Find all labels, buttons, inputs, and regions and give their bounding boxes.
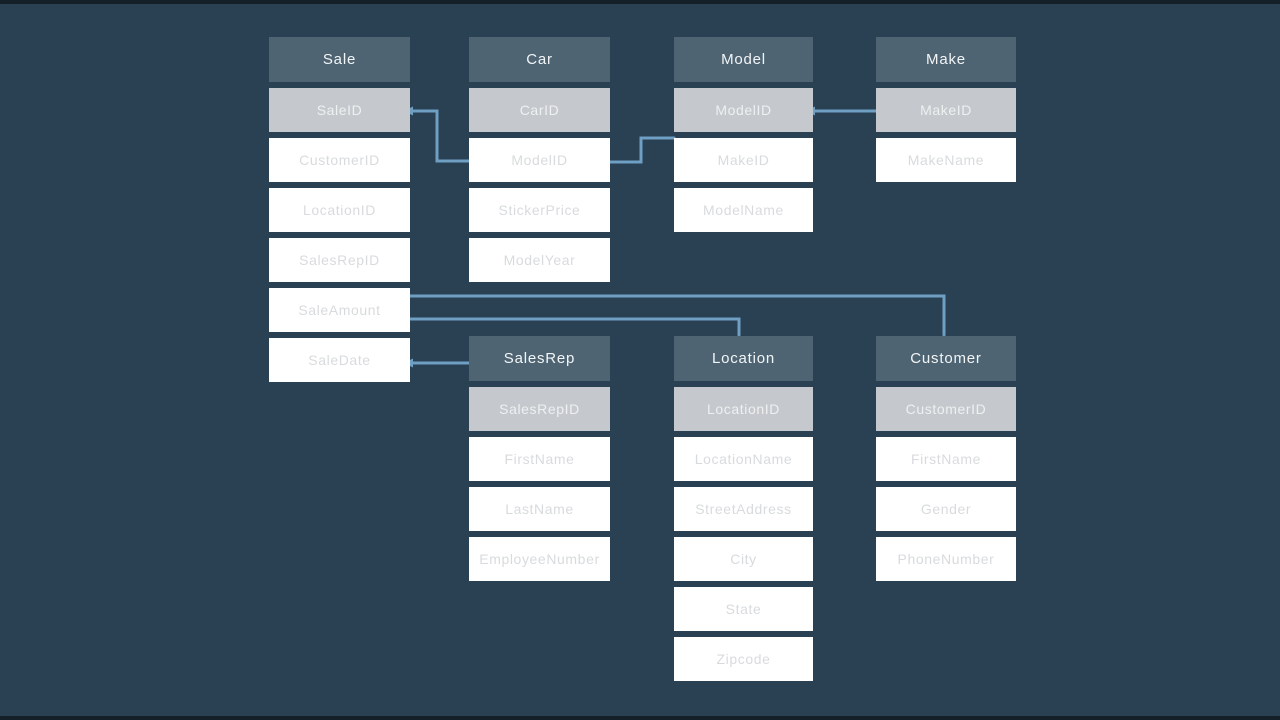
table-model-field-makeid: MakeID	[674, 138, 813, 182]
connector-sale-location	[408, 317, 741, 337]
table-customer-field-gender: Gender	[876, 487, 1016, 531]
connector-car-model	[608, 136, 676, 164]
table-location-field-state: State	[674, 587, 813, 631]
table-make-title: Make	[876, 37, 1016, 82]
table-car-field-stickerprice: StickerPrice	[469, 188, 610, 232]
table-sale-field-saleid: SaleID	[269, 88, 410, 132]
table-salesrep-field-firstname: FirstName	[469, 437, 610, 481]
table-car-field-modelyear: ModelYear	[469, 238, 610, 282]
table-location-title: Location	[674, 336, 813, 381]
table-sale-field-locationid: LocationID	[269, 188, 410, 232]
table-salesrep-field-employeenumber: EmployeeNumber	[469, 537, 610, 581]
letterbox-top	[0, 0, 1280, 4]
table-model-field-modelid: ModelID	[674, 88, 813, 132]
table-model-title: Model	[674, 37, 813, 82]
table-location-field-zipcode: Zipcode	[674, 637, 813, 681]
table-car-field-carid: CarID	[469, 88, 610, 132]
table-location-field-locationid: LocationID	[674, 387, 813, 431]
table-car-title: Car	[469, 37, 610, 82]
table-make-field-makeid: MakeID	[876, 88, 1016, 132]
table-customer-field-customerid: CustomerID	[876, 387, 1016, 431]
table-sale-field-salesrepid: SalesRepID	[269, 238, 410, 282]
table-sale-field-customerid: CustomerID	[269, 138, 410, 182]
table-location-field-locationname: LocationName	[674, 437, 813, 481]
table-customer-field-firstname: FirstName	[876, 437, 1016, 481]
table-location-field-city: City	[674, 537, 813, 581]
connector-sale-customer	[408, 294, 946, 337]
connector-sale-car	[408, 109, 471, 163]
table-make-field-makename: MakeName	[876, 138, 1016, 182]
table-salesrep-field-salesrepid: SalesRepID	[469, 387, 610, 431]
table-customer-title: Customer	[876, 336, 1016, 381]
table-car-field-modelid: ModelID	[469, 138, 610, 182]
table-salesrep-title: SalesRep	[469, 336, 610, 381]
table-location-field-streetaddress: StreetAddress	[674, 487, 813, 531]
table-sale-field-saledate: SaleDate	[269, 338, 410, 382]
table-customer-field-phonenumber: PhoneNumber	[876, 537, 1016, 581]
letterbox-bottom	[0, 716, 1280, 720]
table-sale-field-saleamount: SaleAmount	[269, 288, 410, 332]
table-sale-title: Sale	[269, 37, 410, 82]
table-salesrep-field-lastname: LastName	[469, 487, 610, 531]
table-model-field-modelname: ModelName	[674, 188, 813, 232]
